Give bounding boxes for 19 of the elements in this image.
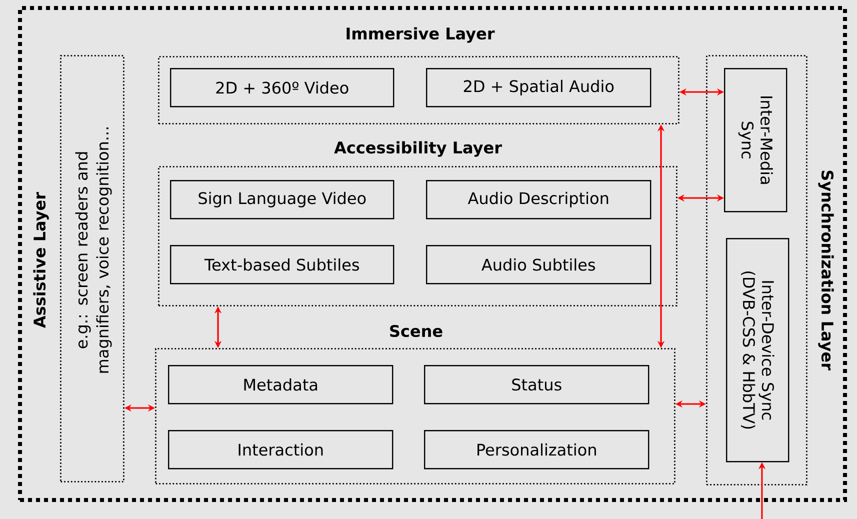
layer-heading: Immersive Layer (346, 27, 495, 43)
layer-heading: Scene (390, 324, 442, 338)
layer-heading: Accessibility Layer (334, 141, 502, 157)
component-box: Metadata (168, 365, 394, 404)
layer-heading: Assistive Layer (33, 192, 49, 328)
component-box: 2D + 360º Video (170, 68, 394, 108)
component-box: Personalization (424, 430, 650, 470)
component-box: Text-based Subtiles (170, 245, 394, 284)
component-box: Status (424, 365, 650, 404)
component-box: Interaction (168, 430, 394, 470)
component-label: Inter-Device Sync (DVB-CSS & HbbTV) (740, 272, 774, 429)
component-box: 2D + Spatial Audio (426, 68, 652, 108)
example-text: e.g.: screen readers and magnifiers, voice recognition... (75, 128, 112, 373)
component-label: Inter-Media Sync (738, 96, 773, 184)
component-box: Audio Subtiles (426, 245, 652, 284)
component-box: Audio Description (426, 180, 652, 220)
player-frame (18, 6, 847, 502)
layer-heading: Synchronization Layer (818, 170, 834, 370)
component-box: Sign Language Video (170, 180, 394, 220)
